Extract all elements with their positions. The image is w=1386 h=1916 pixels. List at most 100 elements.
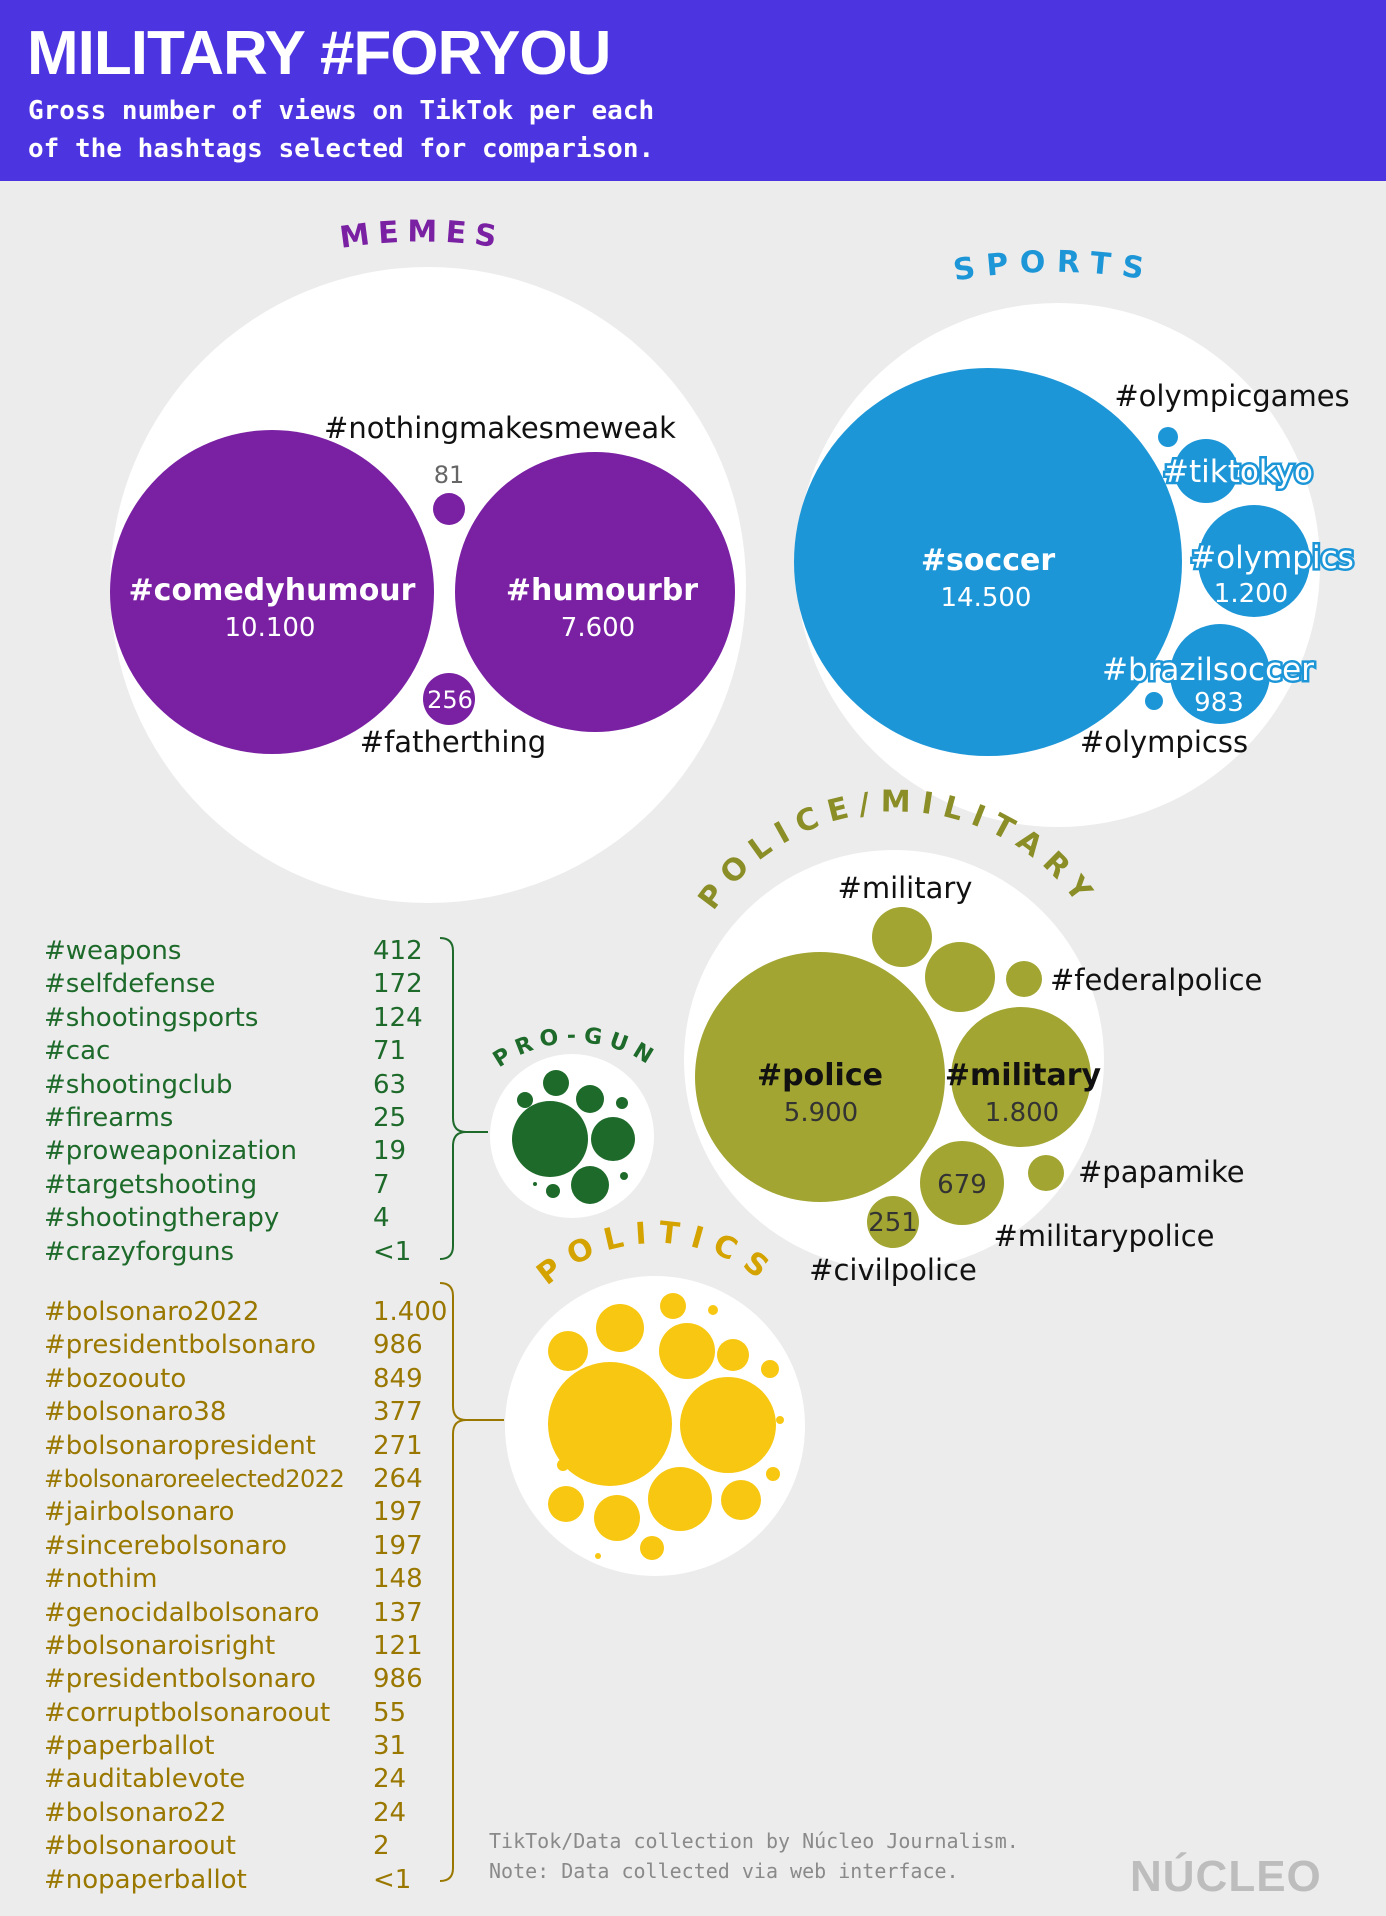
hashtag-value: 172	[373, 969, 423, 1000]
bubble-weapons	[512, 1101, 588, 1177]
bubble-militarypolice	[920, 1141, 1004, 1225]
value-nothingmakesmeweak: 81	[434, 461, 465, 489]
hashtag-value: 2	[373, 1831, 390, 1862]
politics-list-bracket	[439, 1282, 504, 1882]
bubble-olympics	[1198, 505, 1310, 617]
hashtag-value: 31	[373, 1731, 407, 1762]
bubble-nothingmakesmeweak	[433, 493, 465, 525]
bubble-jairbolsonaro	[721, 1480, 761, 1520]
label-brazilsoccer: #brazilsoccer	[1102, 652, 1314, 688]
value-civilpolice: 251	[868, 1208, 918, 1238]
source-note: TikTok/Data collection by Núcleo Journal…	[489, 1829, 1019, 1883]
hashtag-name: #jairbolsonaro	[44, 1497, 235, 1528]
hashtag-name: #corruptbolsonaroout	[44, 1697, 331, 1728]
label-olympicss: #olympicss	[1080, 725, 1248, 759]
bubble-comedyhumour	[110, 430, 434, 754]
hashtag-name: #cac	[44, 1036, 111, 1067]
label-police: #police	[757, 1058, 883, 1093]
bubble-nopaperballot	[595, 1553, 601, 1559]
label-olympics: #olympics	[1190, 540, 1354, 576]
bubble-bolsonaro2022	[548, 1362, 672, 1486]
label-tiktokyo: #tiktokyo	[1163, 454, 1313, 490]
hashtag-name: #paperballot	[44, 1731, 215, 1762]
bubble-bolsonaro22	[708, 1305, 718, 1315]
value-military-large: 1.800	[985, 1098, 1059, 1128]
label-olympicgames: #olympicgames	[1114, 379, 1349, 413]
hashtag-name: #shootingsports	[44, 1002, 259, 1033]
hashtag-name: #crazyforguns	[44, 1236, 235, 1267]
label-militarypolice: #militarypolice	[994, 1219, 1215, 1253]
hashtag-name: #proweaponization	[44, 1136, 298, 1167]
bubble-nothim	[548, 1486, 584, 1522]
bubble-genocidalbolsonaro	[717, 1339, 749, 1371]
hashtag-name: #auditablevote	[44, 1764, 246, 1795]
hashtag-value: 24	[373, 1764, 407, 1795]
bubble-fatherthing	[423, 673, 475, 725]
bubble-military-large	[951, 1007, 1091, 1147]
hashtag-name: #targetshooting	[44, 1169, 258, 1200]
label-soccer: #soccer	[921, 543, 1056, 578]
bubble-bozoouto	[659, 1323, 715, 1379]
value-comedyhumour: 10.100	[225, 613, 316, 643]
hashtag-value: 849	[373, 1363, 423, 1394]
value-humourbr: 7.600	[561, 613, 635, 643]
label-nothingmakesmeweak: #nothingmakesmeweak	[324, 411, 676, 445]
bubble-olympicgames	[1158, 427, 1178, 447]
bubble-presidentbolsonaro-2	[640, 1536, 664, 1560]
hashtag-value: 71	[373, 1036, 407, 1067]
bubble-tiktokyo	[1174, 439, 1238, 503]
hashtag-value: <1	[373, 1236, 412, 1267]
label-military-top: #military	[838, 871, 973, 905]
hashtag-name: #presidentbolsonaro	[44, 1664, 316, 1695]
hashtag-name: #bolsonaro38	[44, 1397, 227, 1428]
bubble-proweaponization	[546, 1184, 560, 1198]
hashtag-value: 124	[373, 1002, 423, 1033]
label-fatherthing: #fatherthing	[360, 725, 546, 759]
hashtag-value: 25	[373, 1102, 407, 1133]
bubble-corruptbolsonaroout	[761, 1360, 779, 1378]
page-subtitle: Gross number of views on TikTok per each…	[28, 96, 655, 164]
bubble-shootingsports	[571, 1166, 609, 1204]
hashtag-name: #firearms	[44, 1102, 174, 1133]
bubble-bolsonaroreelected2022	[594, 1495, 640, 1541]
hashtag-name: #nothim	[44, 1564, 158, 1595]
hashtag-value: 412	[373, 936, 423, 966]
hashtag-value: 1.400	[373, 1297, 448, 1327]
hashtag-name: #bozoouto	[44, 1363, 187, 1394]
bubble-cac	[576, 1085, 604, 1113]
bubble-auditablevote	[557, 1459, 569, 1471]
progun-list-bracket	[439, 937, 488, 1260]
bubble-federalpolice	[1006, 961, 1042, 997]
hashtag-value: 986	[373, 1664, 423, 1695]
bubble-shootingclub	[543, 1070, 569, 1096]
hashtag-value: 7	[373, 1169, 390, 1200]
bubble-papamike	[1028, 1155, 1064, 1191]
hashtag-value: 55	[373, 1697, 407, 1728]
value-fatherthing: 256	[427, 686, 473, 714]
label-federalpolice: #federalpolice	[1050, 963, 1262, 997]
hashtag-value: 197	[373, 1497, 423, 1528]
hashtag-name: #bolsonaro2022	[44, 1297, 260, 1327]
value-militarypolice: 679	[937, 1170, 987, 1200]
bubble-bolsonaro38	[596, 1304, 644, 1352]
header-banner: MILITARY #FORYOU Gross number of views o…	[0, 0, 1386, 181]
bubble-sincerebolsonaro	[548, 1331, 588, 1371]
bubble-targetshooting	[616, 1097, 628, 1109]
value-police: 5.900	[784, 1098, 858, 1128]
hashtag-name: #bolsonaroreelected2022	[44, 1464, 345, 1493]
bubble-humourbr	[455, 452, 735, 732]
hashtag-value: 19	[373, 1136, 407, 1167]
page-title: MILITARY #FORYOU	[27, 19, 611, 88]
sports-group-label: SPORTS	[951, 245, 1157, 289]
label-humourbr: #humourbr	[506, 573, 698, 608]
bubble-olympicss	[1145, 692, 1163, 710]
hashtag-value: 24	[373, 1797, 407, 1828]
hashtag-name: #selfdefense	[44, 969, 216, 1000]
bubble-firearms	[517, 1092, 533, 1108]
hashtag-name: #bolsonaropresident	[44, 1430, 316, 1461]
hashtag-name: #nopaperballot	[44, 1864, 247, 1895]
hashtag-value: 121	[373, 1630, 423, 1661]
bubble-military-mid	[925, 942, 995, 1012]
bubble-presidentbolsonaro	[680, 1377, 776, 1473]
